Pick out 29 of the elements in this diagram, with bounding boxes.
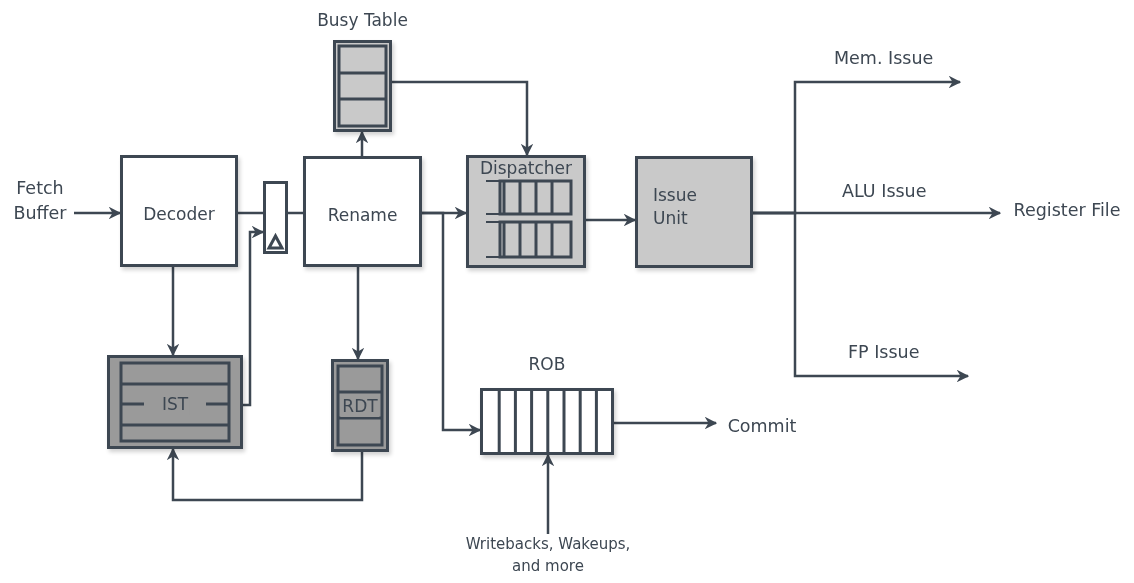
block-label: Issue Unit — [653, 184, 698, 230]
arrow — [541, 453, 555, 534]
block-label: Decoder — [143, 203, 215, 226]
block-title: ROB — [527, 353, 567, 376]
wire — [238, 211, 263, 215]
arrow — [586, 213, 637, 227]
arrow — [355, 130, 369, 156]
label-text: Register File — [1000, 198, 1134, 228]
arrow — [392, 80, 534, 157]
dispatcher-block — [466, 155, 586, 268]
label-text: Fetch Buffer — [6, 176, 74, 232]
ist-table-block — [107, 355, 243, 449]
block-title: Busy Table — [316, 9, 409, 32]
arrow — [166, 447, 364, 502]
arrow — [243, 225, 265, 407]
arrow — [422, 211, 482, 437]
arrow — [74, 206, 122, 220]
issue-unit-block — [635, 156, 753, 268]
arrow — [753, 211, 970, 383]
arrow — [166, 267, 180, 357]
rename-block — [303, 156, 422, 267]
decoder-block — [120, 155, 238, 267]
label-text: Writebacks, Wakeups, and more — [458, 534, 638, 582]
label-text: Commit — [716, 414, 808, 444]
arrow — [614, 416, 718, 430]
arrow — [351, 267, 365, 361]
block-label: Dispatcher — [479, 157, 573, 180]
block-label: Rename — [327, 204, 398, 227]
pipeline-register — [263, 181, 288, 254]
